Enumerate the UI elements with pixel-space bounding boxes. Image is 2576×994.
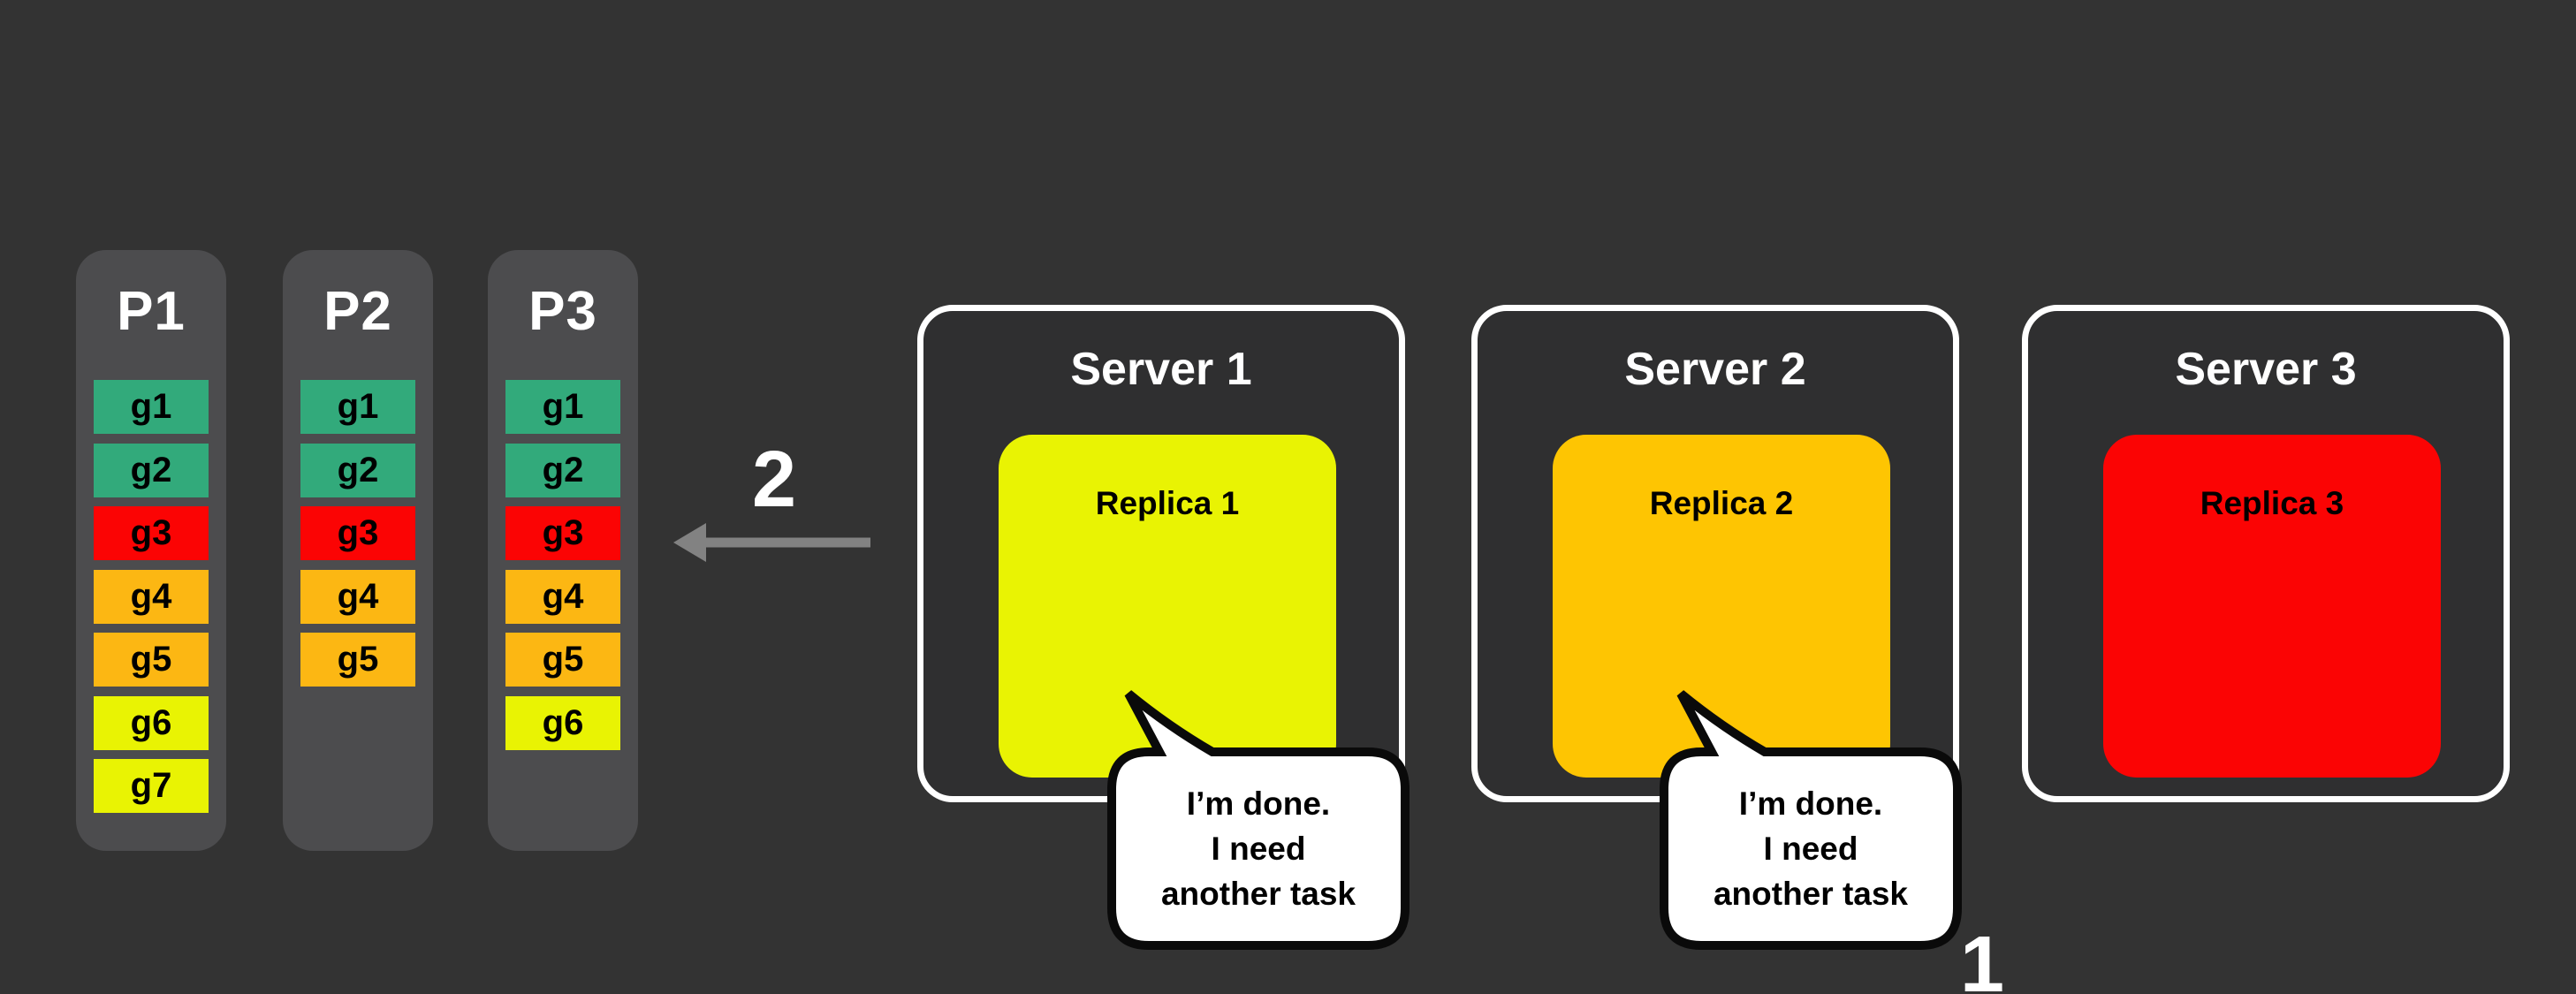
speech-bubble-1-text: I’m done. I need another task: [1112, 752, 1405, 945]
task-block-p2-g4: g4: [300, 570, 415, 624]
replica-1-title: Replica 1: [1095, 485, 1240, 521]
speech-bubble-2-text: I’m done. I need another task: [1664, 752, 1957, 945]
task-block-p1-g6: g6: [94, 696, 209, 750]
server-2-title: Server 2: [1624, 344, 1806, 395]
step-label-1: 1: [1959, 921, 2005, 994]
queue-column-p2: P2 g1 g2 g3 g4 g5: [283, 250, 433, 851]
replica-2-box: Replica 2: [1553, 435, 1890, 778]
task-block-p1-g5: g5: [94, 633, 209, 687]
task-block-p1-g1: g1: [94, 380, 209, 434]
server-1-title: Server 1: [1070, 344, 1252, 395]
bubble-1-line-3: another task: [1160, 876, 1356, 912]
task-block-p3-g3: g3: [505, 506, 620, 560]
queue-title-p3: P3: [528, 281, 597, 342]
step2-arrow: [673, 523, 870, 562]
replica-2-title: Replica 2: [1649, 485, 1794, 521]
queue-title-p2: P2: [323, 281, 392, 342]
task-block-p2-g1: g1: [300, 380, 415, 434]
task-block-p3-g2: g2: [505, 444, 620, 497]
queue-title-p1: P1: [117, 281, 186, 342]
bubble-1-line-1: I’m done.: [1186, 785, 1331, 822]
task-block-p3-g1: g1: [505, 380, 620, 434]
task-block-p3-g5: g5: [505, 633, 620, 687]
task-block-p1-g3: g3: [94, 506, 209, 560]
queue-column-p1: P1 g1 g2 g3 g4 g5 g6 g7: [76, 250, 226, 851]
bubble-2-line-3: another task: [1713, 876, 1908, 912]
task-block-p1-g4: g4: [94, 570, 209, 624]
server-1-box: Server 1 Replica 1: [917, 305, 1405, 802]
server-3-title: Server 3: [2175, 344, 2357, 395]
task-block-p2-g5: g5: [300, 633, 415, 687]
task-block-p3-g4: g4: [505, 570, 620, 624]
bubble-2-line-1: I’m done.: [1738, 785, 1883, 822]
replica-1-box: Replica 1: [999, 435, 1336, 778]
queue-column-p3: P3 g1 g2 g3 g4 g5 g6: [488, 250, 638, 851]
task-block-p2-g3: g3: [300, 506, 415, 560]
task-block-p1-g2: g2: [94, 444, 209, 497]
task-block-p3-g6: g6: [505, 696, 620, 750]
replica-3-box: Replica 3: [2103, 435, 2441, 778]
replica-3-title: Replica 3: [2200, 485, 2344, 521]
step-label-2: 2: [751, 436, 797, 524]
arrow-head-left-icon: [673, 523, 706, 562]
server-2-box: Server 2 Replica 2: [1471, 305, 1959, 802]
task-block-p2-g2: g2: [300, 444, 415, 497]
task-block-p1-g7: g7: [94, 759, 209, 813]
server-3-box: Server 3 Replica 3: [2022, 305, 2510, 802]
bubble-2-line-2: I need: [1763, 831, 1858, 867]
bubble-1-line-2: I need: [1211, 831, 1306, 867]
